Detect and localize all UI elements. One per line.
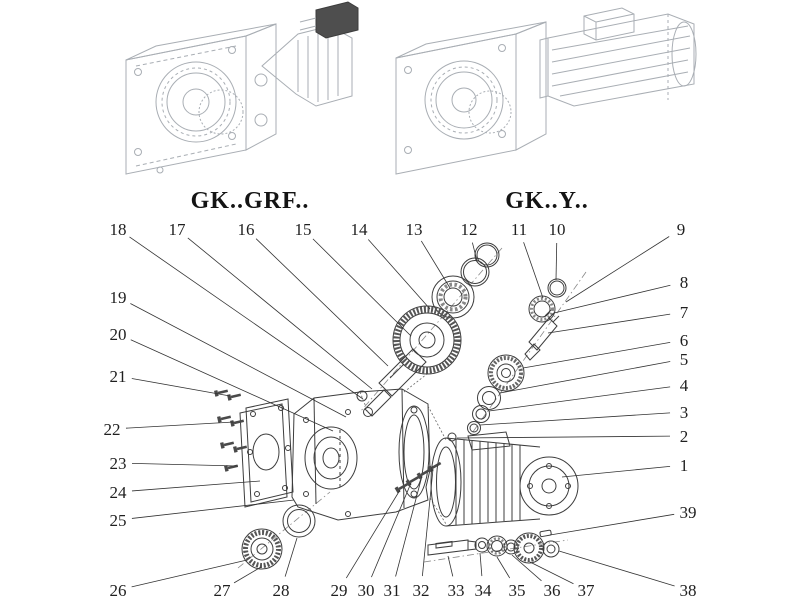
callout-15: 15 [295,220,312,239]
callout-12: 12 [461,220,478,239]
output-shaft-assembly [427,529,560,564]
leader-line-39 [549,513,675,536]
leader-line-21 [131,378,231,397]
leader-line-16 [255,238,389,367]
callout-27: 27 [214,581,232,600]
leader-line-30 [371,482,412,578]
callout-6: 6 [680,331,689,350]
exploded-view [214,242,587,570]
leader-line-35 [496,556,511,579]
callout-7: 7 [680,303,689,322]
callout-31: 31 [384,581,401,600]
motor-drawing [430,431,579,527]
pinion-assembly [467,278,567,435]
callout-22: 22 [104,420,121,439]
callout-25: 25 [110,511,127,530]
leader-line-38 [558,550,675,587]
gearbox-y-drawing [395,7,697,175]
leader-line-13 [420,240,451,289]
gearbox-grf-drawing [125,1,359,175]
callout-20: 20 [110,325,127,344]
leader-line-29 [345,489,401,579]
leader-line-3 [479,412,671,426]
leader-line-22 [125,421,235,429]
callout-28: 28 [273,581,290,600]
callout-24: 24 [110,483,128,502]
callout-35: 35 [509,581,526,600]
callout-30: 30 [358,581,375,600]
leader-line-4 [488,386,671,412]
callout-38: 38 [680,581,697,600]
callout-33: 33 [448,581,465,600]
leader-line-36 [511,554,542,582]
leader-line-18 [129,236,364,400]
shaft-key [539,529,552,538]
model-label-y: GK..Y.. [505,188,589,214]
output-bearing-cover [241,504,316,570]
leader-line-10 [555,242,558,281]
callout-21: 21 [110,367,127,386]
callout-5: 5 [680,350,689,369]
callout-14: 14 [351,220,369,239]
motor-faint-drawing [539,7,697,107]
leader-line-28 [284,537,298,577]
retaining-rings [460,242,500,287]
callout-29: 29 [331,581,348,600]
callout-26: 26 [110,581,127,600]
leader-line-5 [499,361,671,394]
leader-line-14 [367,239,431,310]
leader-line-31 [395,475,423,577]
leader-line-12 [472,242,478,262]
callout-13: 13 [406,220,423,239]
leader-line-32 [421,468,434,577]
leader-line-37 [529,561,574,585]
leader-line-20 [130,339,334,432]
leader-line-1 [561,465,671,478]
leader-line-2 [456,435,671,439]
leader-line-25 [131,499,295,519]
large-gear [392,305,462,375]
leader-line-8 [553,284,671,314]
callout-4: 4 [680,376,689,395]
callout-9: 9 [677,220,686,239]
leader-line-33 [447,555,454,577]
leader-line-6 [522,342,671,369]
leader-line-26 [131,559,248,588]
leader-line-9 [565,236,670,303]
leader-line-34 [479,552,483,577]
housing-drawing [291,388,431,521]
callout-16: 16 [238,220,255,239]
callout-8: 8 [680,273,689,292]
callout-10: 10 [549,220,566,239]
callout-17: 17 [169,220,187,239]
callout-18: 18 [110,220,127,239]
input-shaft [363,348,427,417]
leader-line-27 [233,566,262,584]
callout-3: 3 [680,403,689,422]
leader-line-19 [130,303,347,418]
leader-line-15 [312,238,412,337]
motor-eyebolt [447,432,457,442]
leader-line-23 [131,462,239,467]
callout-32: 32 [413,581,430,600]
leader-line-11 [523,242,544,299]
model-label-grf: GK..GRF.. [190,188,310,214]
callout-11: 11 [511,220,527,239]
callout-1: 1 [680,456,689,475]
callout-36: 36 [544,581,561,600]
callout-34: 34 [475,581,493,600]
callout-39: 39 [680,503,697,522]
callout-2: 2 [680,427,689,446]
callout-37: 37 [578,581,596,600]
callout-23: 23 [110,454,127,473]
leader-line-17 [187,237,373,390]
leader-line-24 [131,480,261,492]
callout-19: 19 [110,288,127,307]
flange-plate [239,398,294,508]
leader-line-7 [547,313,671,334]
